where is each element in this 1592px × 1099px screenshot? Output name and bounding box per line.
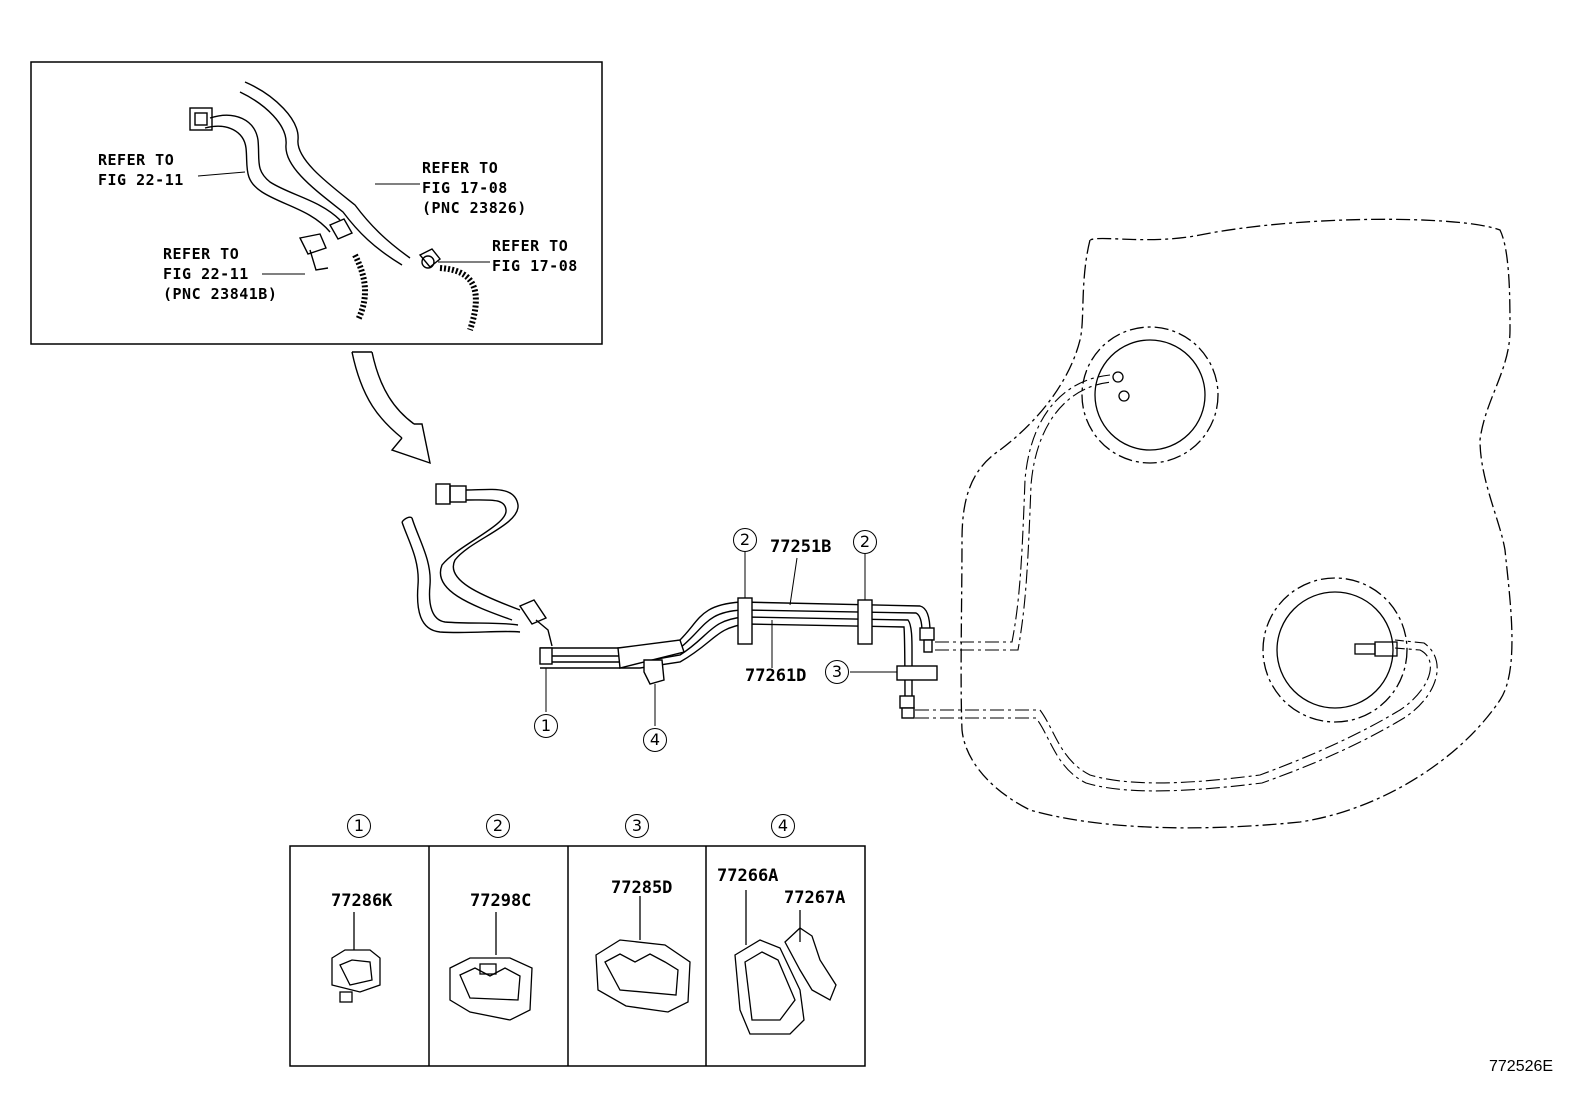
table-part-77286k: 77286K: [331, 891, 393, 911]
ref-line: (PNC 23826): [422, 199, 527, 217]
ref-line: REFER TO: [422, 159, 499, 177]
ref-line: (PNC 23841B): [163, 285, 278, 303]
callout-1: 1: [534, 714, 558, 738]
ref-line: FIG 22-11: [163, 265, 249, 283]
callout-2-right: 2: [853, 530, 877, 554]
callout-4: 4: [643, 728, 667, 752]
table-header-1: 1: [347, 814, 371, 838]
ref-line: REFER TO: [163, 245, 240, 263]
inset-ref-fig-22-11-pnc-23841b: REFER TO FIG 22-11 (PNC 23841B): [163, 244, 277, 304]
inset-ref-fig-17-08-lower: REFER TO FIG 17-08: [492, 236, 578, 276]
table-part-77298c: 77298C: [470, 891, 532, 911]
clamps: [539, 597, 938, 719]
part-number-77261d: 77261D: [745, 666, 807, 686]
callout-2-left: 2: [733, 528, 757, 552]
inset-frame: [30, 61, 603, 345]
ref-line: FIG 22-11: [98, 171, 184, 189]
ref-line: FIG 17-08: [492, 257, 578, 275]
table-header-3: 3: [625, 814, 649, 838]
inset-leaders: [197, 171, 490, 275]
ref-line: FIG 17-08: [422, 179, 508, 197]
callout-3: 3: [825, 660, 849, 684]
parts-illustrations: [331, 890, 837, 1035]
table-part-77266a: 77266A: [717, 866, 779, 886]
parts-table-frame: [289, 845, 866, 1067]
direction-arrow: [351, 351, 431, 465]
part-number-77251b: 77251B: [770, 537, 832, 557]
inset-hoses: [189, 81, 479, 331]
illustration-code: 772526E: [1489, 1058, 1554, 1075]
tank-openings: [1081, 326, 1408, 723]
table-header-4: 4: [771, 814, 795, 838]
inset-ref-fig-22-11-upper: REFER TO FIG 22-11: [98, 150, 184, 190]
ref-line: REFER TO: [98, 151, 175, 169]
fuel-tank-outline: [960, 218, 1513, 829]
main-hose-assembly: [401, 483, 931, 713]
tank-pipes: [915, 374, 1438, 792]
table-part-77267a: 77267A: [784, 888, 846, 908]
table-header-2: 2: [486, 814, 510, 838]
inset-ref-fig-17-08-pnc-23826: REFER TO FIG 17-08 (PNC 23826): [422, 158, 527, 218]
table-part-77285d: 77285D: [611, 878, 673, 898]
ref-line: REFER TO: [492, 237, 569, 255]
main-leaders: [545, 552, 897, 726]
